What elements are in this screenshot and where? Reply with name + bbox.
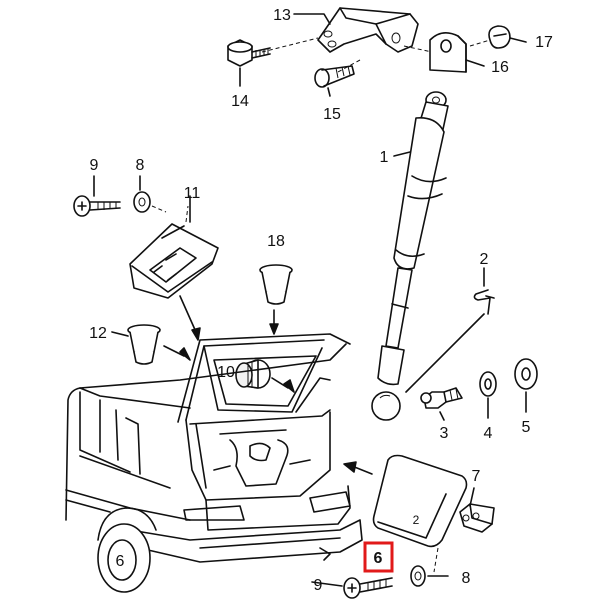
washer-part-5 — [514, 358, 538, 390]
callout-5: 5 — [522, 419, 531, 436]
buffer-part-18 — [259, 264, 293, 305]
spring-clip-part-2 — [473, 289, 495, 315]
callout-9-bottom: 9 — [314, 577, 323, 594]
clip-part-17 — [469, 25, 511, 49]
callout-8-bottom: 8 — [462, 570, 471, 587]
roller-part-10 — [235, 359, 271, 389]
callout-labels: 13 17 16 14 15 1 9 8 11 18 2 12 10 3 4 5… — [89, 7, 553, 594]
callout-7: 7 — [472, 468, 481, 485]
cover-plate-part-6: 2 — [372, 454, 468, 573]
washer-part-8-top — [133, 191, 167, 213]
callout-1: 1 — [380, 149, 389, 166]
callout-8-top: 8 — [136, 157, 145, 174]
screw-part-9-bottom — [343, 577, 393, 599]
callout-6: 6 — [374, 550, 383, 567]
callout-3: 3 — [440, 425, 449, 442]
callout-14: 14 — [231, 93, 249, 110]
car-rear-view: 6 — [65, 333, 363, 593]
callout-4: 4 — [484, 425, 493, 442]
callout-11: 11 — [184, 185, 201, 202]
hinge-bracket-part-13 — [261, 7, 433, 73]
screw-part-9-top — [73, 195, 121, 217]
callout-17: 17 — [535, 34, 553, 51]
callout-10: 10 — [217, 364, 235, 381]
wheel-label: 6 — [116, 553, 125, 570]
callout-15: 15 — [323, 106, 341, 123]
buffer-part-12 — [127, 324, 161, 365]
leader-lines — [93, 13, 527, 587]
callout-13: 13 — [273, 7, 291, 24]
gas-strut-part-1 — [371, 91, 449, 421]
stud-part-15 — [314, 65, 355, 88]
callout-12: 12 — [89, 325, 107, 342]
callout-2: 2 — [480, 251, 489, 268]
bracket-part-7 — [459, 503, 495, 533]
callout-9-top: 9 — [90, 157, 99, 174]
bolt-part-14 — [227, 39, 271, 67]
highlight-box-part-6 — [363, 541, 394, 573]
callout-18: 18 — [267, 233, 285, 250]
callout-16: 16 — [491, 59, 509, 76]
ball-stud-part-3 — [420, 387, 463, 409]
washer-part-8-bottom — [410, 565, 426, 587]
washer-part-4 — [479, 371, 497, 397]
ball-bracket-part-16 — [429, 32, 467, 73]
striker-part-11 — [129, 205, 219, 299]
cover-plate-mark: 2 — [413, 513, 420, 527]
